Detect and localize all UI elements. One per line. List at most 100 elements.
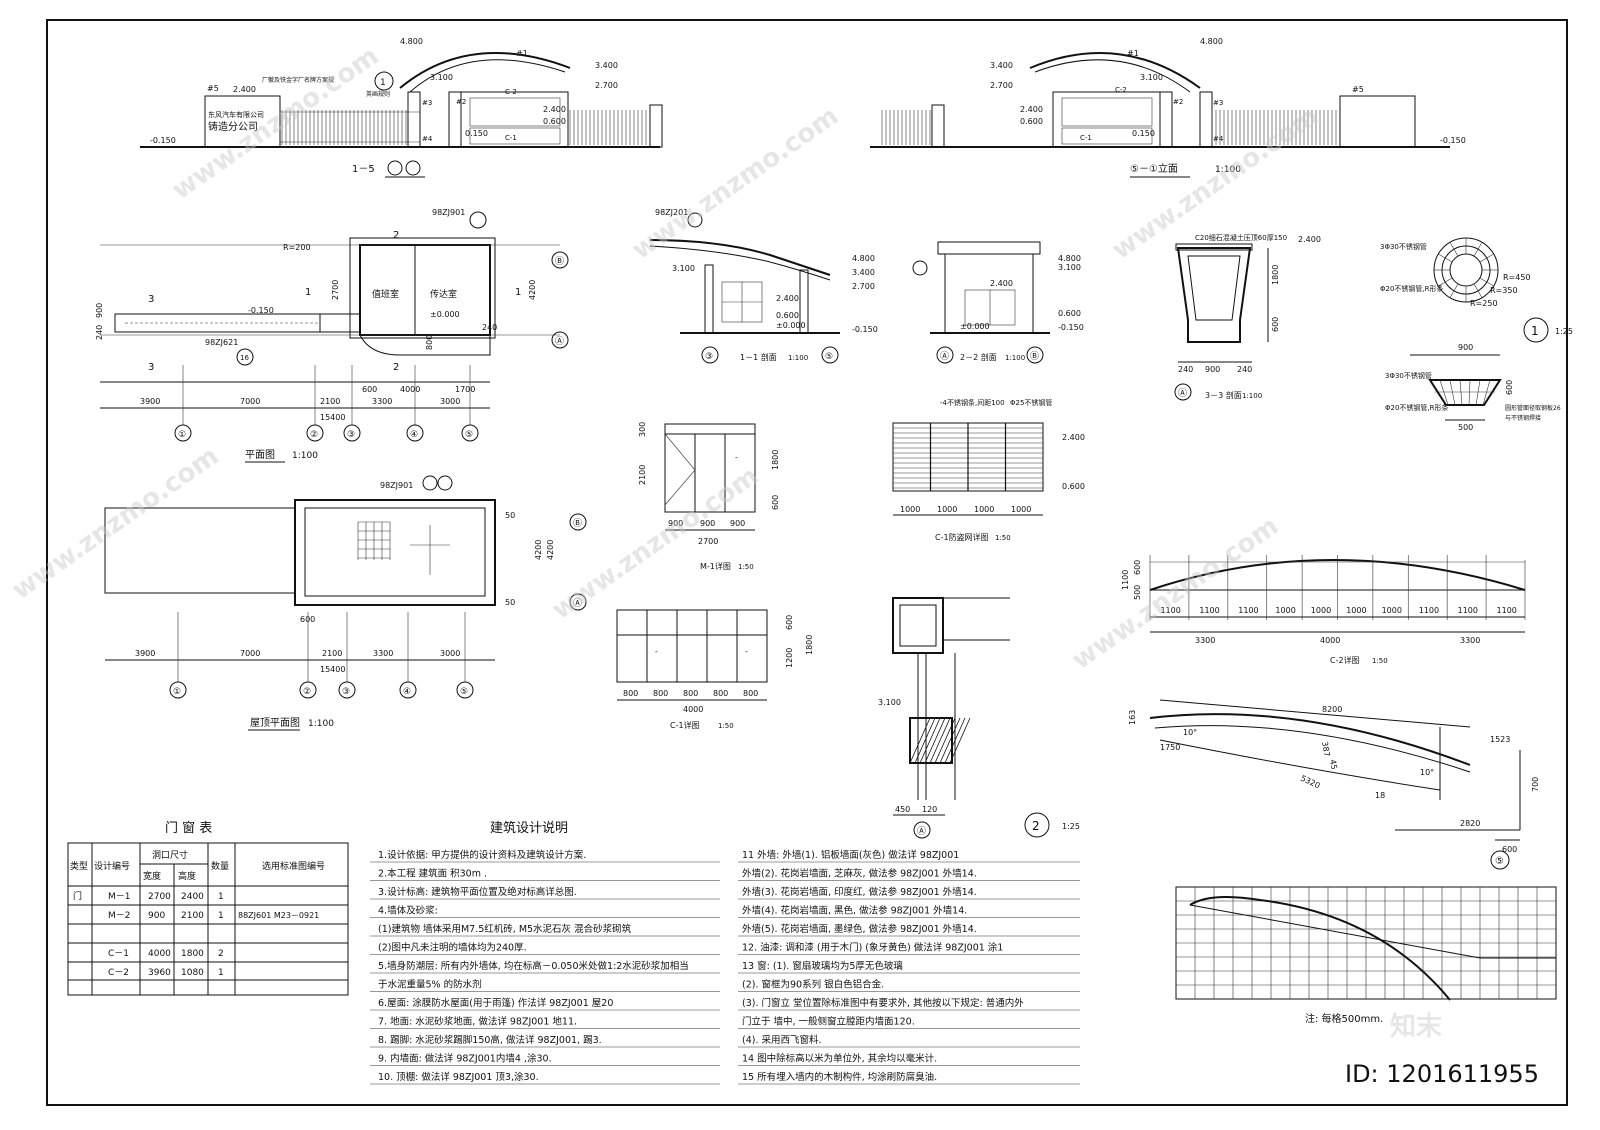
level-mark: 3.100: [672, 264, 695, 273]
dim-label: 900: [1458, 343, 1473, 352]
col-header: 类型: [70, 860, 88, 872]
cell: 2100: [181, 911, 204, 921]
watermark-site: www.znzmo.com: [7, 441, 224, 606]
svg-text:Ⓐ: Ⓐ: [940, 351, 949, 362]
mark-4: #4: [422, 135, 433, 143]
level-mark: 2.400: [233, 85, 256, 94]
section-title: 2－2 剖面: [960, 352, 997, 362]
cell: 门: [73, 890, 82, 902]
level-mark: 4.800: [852, 254, 875, 263]
dim-label: 3300: [372, 397, 392, 406]
dim-label: 3000: [440, 397, 460, 406]
radius-label: R=450: [1503, 273, 1531, 282]
note-line: (3). 门窗立 堂位置除标准图中有要求外, 其他按以下规定: 普通内外: [742, 997, 1024, 1009]
elevation-title: 1－5: [352, 164, 375, 175]
note-line: 2.本工程 建筑面 积30m .: [378, 868, 487, 880]
level-mark: 0.150: [1132, 129, 1155, 138]
detail-title: M-1详图: [700, 561, 731, 571]
scale-label: 1:25: [1062, 822, 1080, 831]
note-line: 13 窗: (1). 窗扇玻璃均为5厚无色玻璃: [742, 960, 903, 972]
dim-label: 120: [922, 805, 937, 814]
svg-text:C-1: C-1: [1080, 134, 1092, 142]
note-line: 外墙(5). 花岗岩墙面, 墨绿色, 做法参 98ZJ001 外墙14.: [742, 923, 977, 935]
dim-label: 2100: [638, 465, 647, 485]
dim-label: 4200: [546, 540, 555, 560]
detail-title: C-1防盗网详图: [935, 532, 989, 542]
section-3-3: C20细石混凝土压顶60厚150 2.400 1800 600 240 900 …: [1174, 233, 1321, 401]
level-mark: 3.100: [1058, 263, 1081, 272]
dim-label: 2100: [320, 397, 340, 406]
cell: 1: [218, 968, 224, 978]
section-mark: 1: [305, 287, 311, 298]
section-mark: 1: [515, 287, 521, 298]
axis-label: ①: [178, 430, 186, 440]
level-mark: -0.150: [248, 306, 274, 315]
dim-label: 1100: [1160, 606, 1180, 615]
dim-label: 800: [683, 689, 698, 698]
scale-label: 1:100: [1005, 354, 1025, 362]
cell: 1080: [181, 968, 204, 978]
dim-label: 900: [700, 519, 715, 528]
axis-label: ②: [303, 687, 311, 697]
radius-label: R=200: [283, 243, 311, 252]
note-line: 4.墙体及砂浆:: [378, 905, 438, 917]
cell: 2400: [181, 892, 204, 902]
note-line: 12. 油漆: 调和漆 (用于木门) (象牙黄色) 做法详 98ZJ001 涂1: [742, 942, 1003, 954]
dim-label: 600: [1271, 317, 1280, 332]
level-mark: 0.150: [465, 129, 488, 138]
note-line: (1)建筑物 墙体采用M7.5红机砖, M5水泥石灰 混合砂浆砌筑: [378, 923, 632, 935]
dim-label: 7000: [240, 649, 260, 658]
scale-label: 1:100: [292, 451, 318, 461]
dim-label: 240: [482, 323, 497, 332]
dim-label: 50: [505, 598, 515, 607]
cell: 1: [218, 911, 224, 921]
cell: 1: [218, 892, 224, 902]
detail-note: 与不锈钢焊接: [1505, 414, 1541, 422]
dim-label: 2820: [1460, 819, 1480, 828]
section-title: 1－1 剖面: [740, 352, 777, 362]
roof-title: 屋顶平面图: [250, 717, 300, 729]
radius-label: R=350: [1490, 286, 1518, 295]
note-line: 5.墙身防潮层: 所有内外墙体, 均在标高－0.050米处做1:2水泥砂浆加相当: [378, 960, 689, 972]
detail-1-lamp: 3Φ30不锈钢管 Φ20不锈钢管,R形条 R=450 R=350 R=250 1…: [1380, 237, 1573, 432]
note-line: 9. 内墙面: 做法详 98ZJ001内墙4 ,涂30.: [378, 1053, 552, 1065]
level-mark: 3.400: [852, 268, 875, 277]
svg-text:⑤: ⑤: [825, 352, 833, 362]
note-line: 外墙(3). 花岗岩墙面, 印度红, 做法参 98ZJ001 外墙14.: [742, 886, 977, 898]
section-mark: 2: [393, 230, 399, 241]
ref-label: 98ZJ901: [380, 481, 413, 490]
ref-label: 98ZJ201: [655, 208, 688, 217]
sheet-border: [46, 19, 1568, 1106]
window-c1-detail: -- 800 800 800 800 800 4000 600 1200 180…: [616, 609, 814, 730]
dim-label: 1000: [1382, 606, 1402, 615]
cell: M－2: [108, 911, 131, 921]
level-mark: 2.700: [595, 81, 618, 90]
scale-label: 1:100: [788, 354, 808, 362]
dim-label: 1000: [974, 505, 994, 514]
dim-label: 800: [743, 689, 758, 698]
dim-label: 600: [771, 495, 780, 510]
axis-label: ④: [410, 430, 418, 440]
cell: 2700: [148, 892, 171, 902]
floor-plan: 值班室 传达室 ±0.000 -0.150 R=200 98ZJ901 98ZJ…: [95, 208, 569, 463]
dim-label: 3300: [373, 649, 393, 658]
section-1-1: 98ZJ201 4.800 3.400 2.700 3.100 2.400 0.…: [649, 208, 878, 364]
dim-label: 240: [95, 325, 104, 340]
dim-label: 600: [300, 615, 315, 624]
level-mark: 2.400: [990, 279, 1013, 288]
dim-label: 1000: [1311, 606, 1331, 615]
dim-label: 1100: [1121, 570, 1130, 590]
level-mark: 2.700: [990, 81, 1013, 90]
mark-5: #5: [207, 84, 219, 93]
note-line: 14 图中除标高以米为单位外, 其余均以毫米计.: [742, 1053, 937, 1065]
note-line: 3.设计标高: 建筑物平面位置及绝对标高详总图.: [378, 886, 577, 898]
level-mark: 2.400: [776, 294, 799, 303]
level-mark: 4.800: [400, 37, 423, 46]
note-line: 15 所有埋入墙内的木制构件, 均涂刷防腐臭油.: [742, 1071, 937, 1083]
axis-label: ③: [347, 430, 355, 440]
level-mark: 4.800: [1058, 254, 1081, 263]
mark-2: #2: [456, 98, 466, 106]
grid-diagram: 注: 每格500mm.: [1175, 886, 1557, 1025]
detail-2-eave: 3.100 450 120 Ⓐ 2 1:25: [878, 597, 1080, 839]
